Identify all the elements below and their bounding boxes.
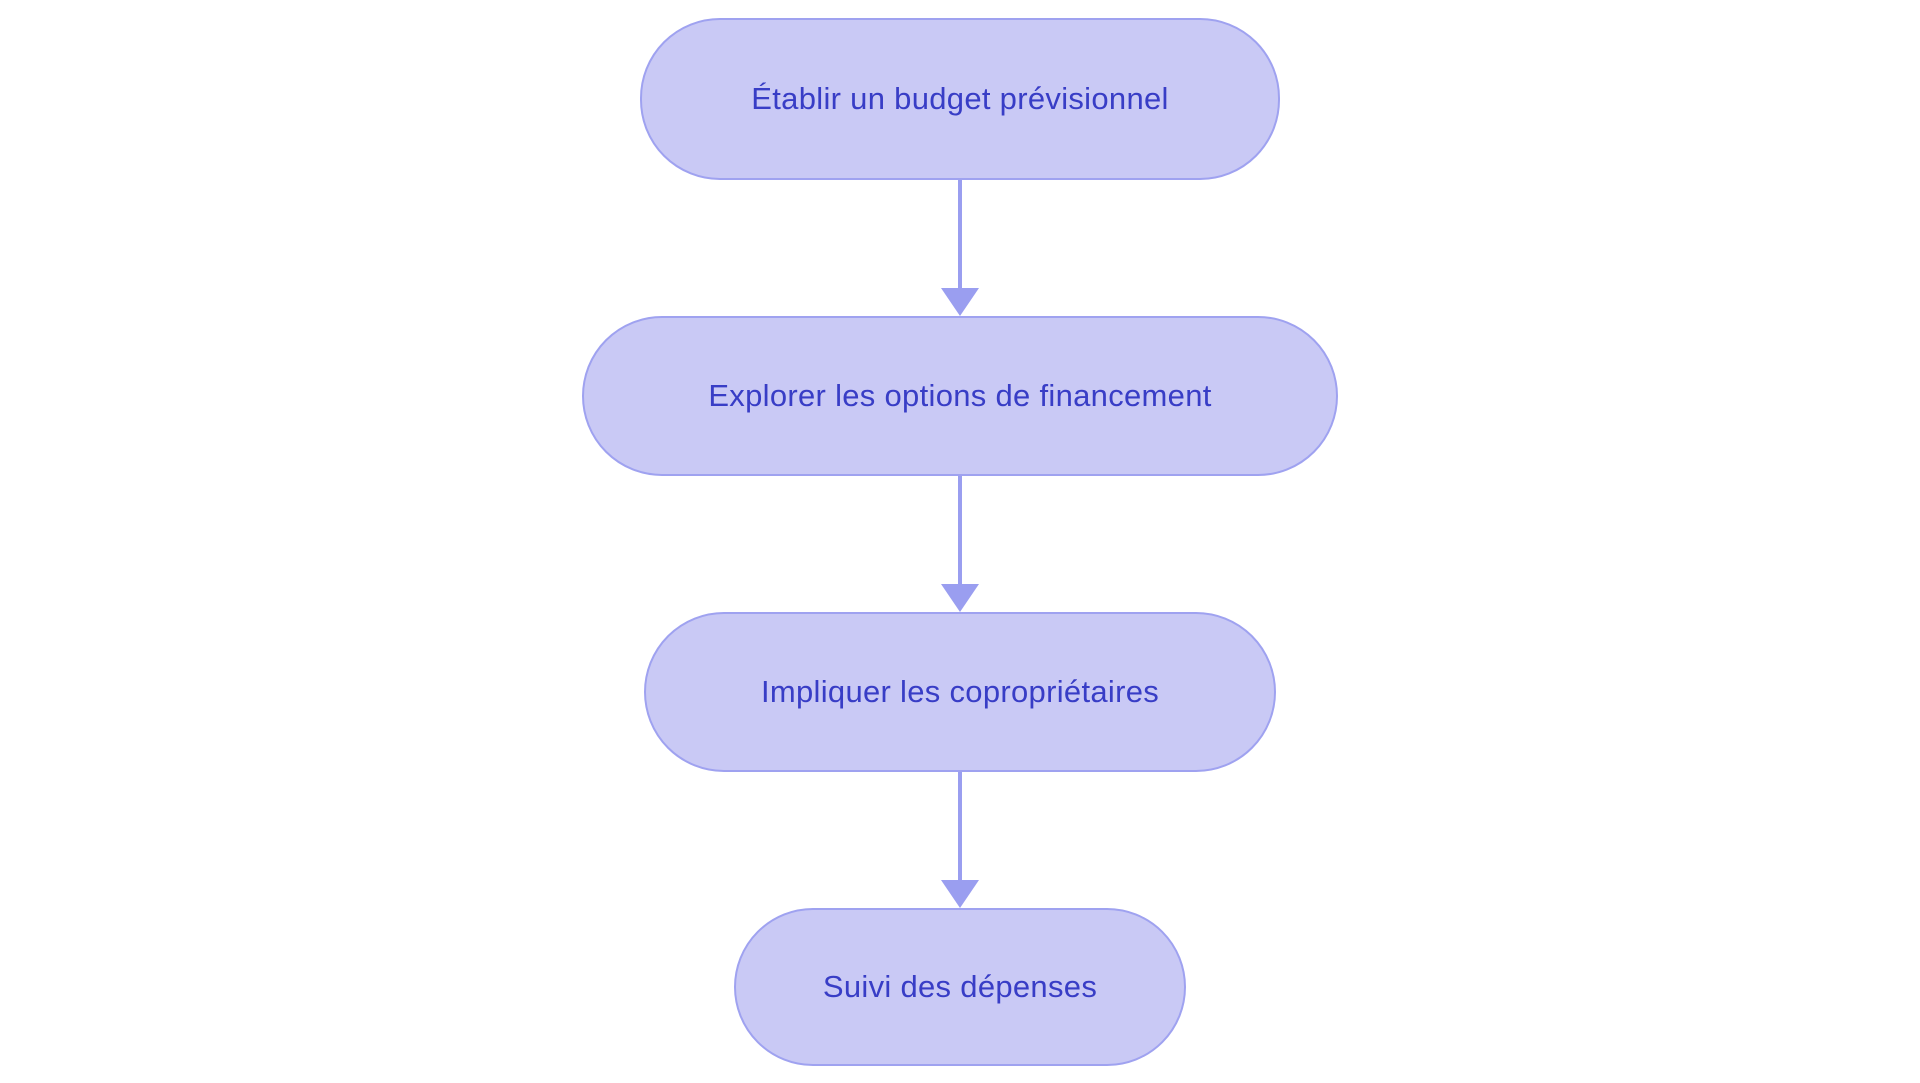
flow-arrow-n2-n3 [940, 476, 980, 612]
flow-node-suivi-depenses: Suivi des dépenses [734, 908, 1186, 1066]
arrowhead-down-icon [941, 584, 979, 612]
arrow-line [958, 476, 962, 584]
arrowhead-down-icon [941, 288, 979, 316]
arrowhead-down-icon [941, 880, 979, 908]
flow-node-label: Établir un budget prévisionnel [751, 81, 1169, 116]
flow-node-label: Explorer les options de financement [708, 378, 1212, 413]
flow-node-budget-previsionnel: Établir un budget prévisionnel [640, 18, 1280, 180]
flow-node-label: Suivi des dépenses [822, 969, 1098, 1004]
flow-arrow-n1-n2 [940, 180, 980, 316]
flow-node-label: Impliquer les copropriétaires [760, 674, 1160, 709]
arrow-line [958, 772, 962, 880]
arrow-line [958, 180, 962, 288]
flow-arrow-n3-n4 [940, 772, 980, 908]
flow-node-impliquer-coproprietaires: Impliquer les copropriétaires [644, 612, 1276, 772]
flow-node-options-financement: Explorer les options de financement [582, 316, 1338, 476]
